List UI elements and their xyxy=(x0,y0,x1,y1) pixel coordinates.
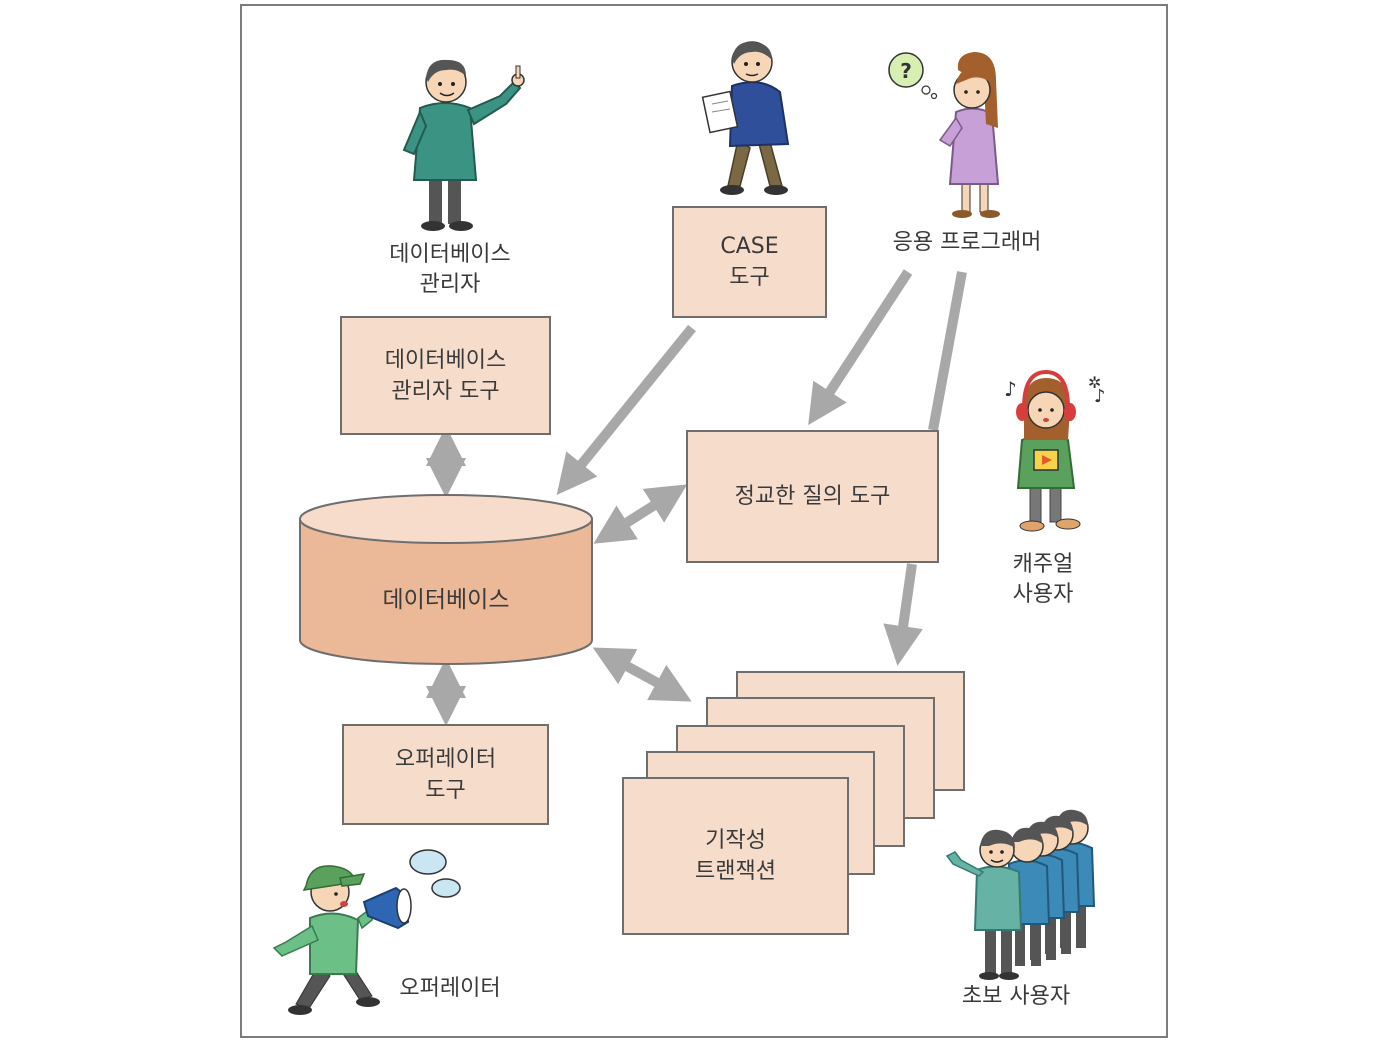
query-tool-box: 정교한 질의 도구 xyxy=(686,430,939,563)
case-tool-box: CASE 도구 xyxy=(672,206,827,318)
operator-label-text: 오퍼레이터 xyxy=(399,976,501,1001)
case-tool-line1: CASE xyxy=(720,234,779,259)
naive-user-label-text: 초보 사용자 xyxy=(961,984,1071,1009)
programmer-label: 응용 프로그래머 xyxy=(872,228,1062,258)
programmer-label-text: 응용 프로그래머 xyxy=(892,230,1042,255)
canned-transaction-box: 기작성 트랜잭션 xyxy=(622,777,849,935)
operator-tool-line2: 도구 xyxy=(425,777,466,803)
operator-label: 오퍼레이터 xyxy=(380,974,520,1004)
dba-tool-box: 데이터베이스 관리자 도구 xyxy=(340,316,551,435)
canned-tx-line2: 트랜잭션 xyxy=(695,859,776,884)
dba-label-line1: 데이터베이스 xyxy=(389,242,511,267)
operator-tool-box: 오퍼레이터 도구 xyxy=(342,724,549,825)
casual-user-label-line2: 사용자 xyxy=(1012,582,1074,607)
casual-user-label: 캐주얼 사용자 xyxy=(988,550,1098,610)
dba-label-line2: 관리자 xyxy=(419,272,481,297)
canned-tx-line1: 기작성 xyxy=(705,828,766,853)
dba-label: 데이터베이스 관리자 xyxy=(360,240,540,300)
case-tool-line2: 도구 xyxy=(729,265,770,290)
dba-tool-line1: 데이터베이스 xyxy=(384,347,507,373)
casual-user-label-line1: 캐주얼 xyxy=(1012,552,1074,577)
database-label: 데이터베이스 xyxy=(382,587,510,613)
query-tool-label: 정교한 질의 도구 xyxy=(734,484,891,509)
naive-user-label: 초보 사용자 xyxy=(946,982,1086,1012)
dba-tool-line2: 관리자 도구 xyxy=(391,378,500,404)
operator-tool-line1: 오퍼레이터 xyxy=(394,746,497,772)
